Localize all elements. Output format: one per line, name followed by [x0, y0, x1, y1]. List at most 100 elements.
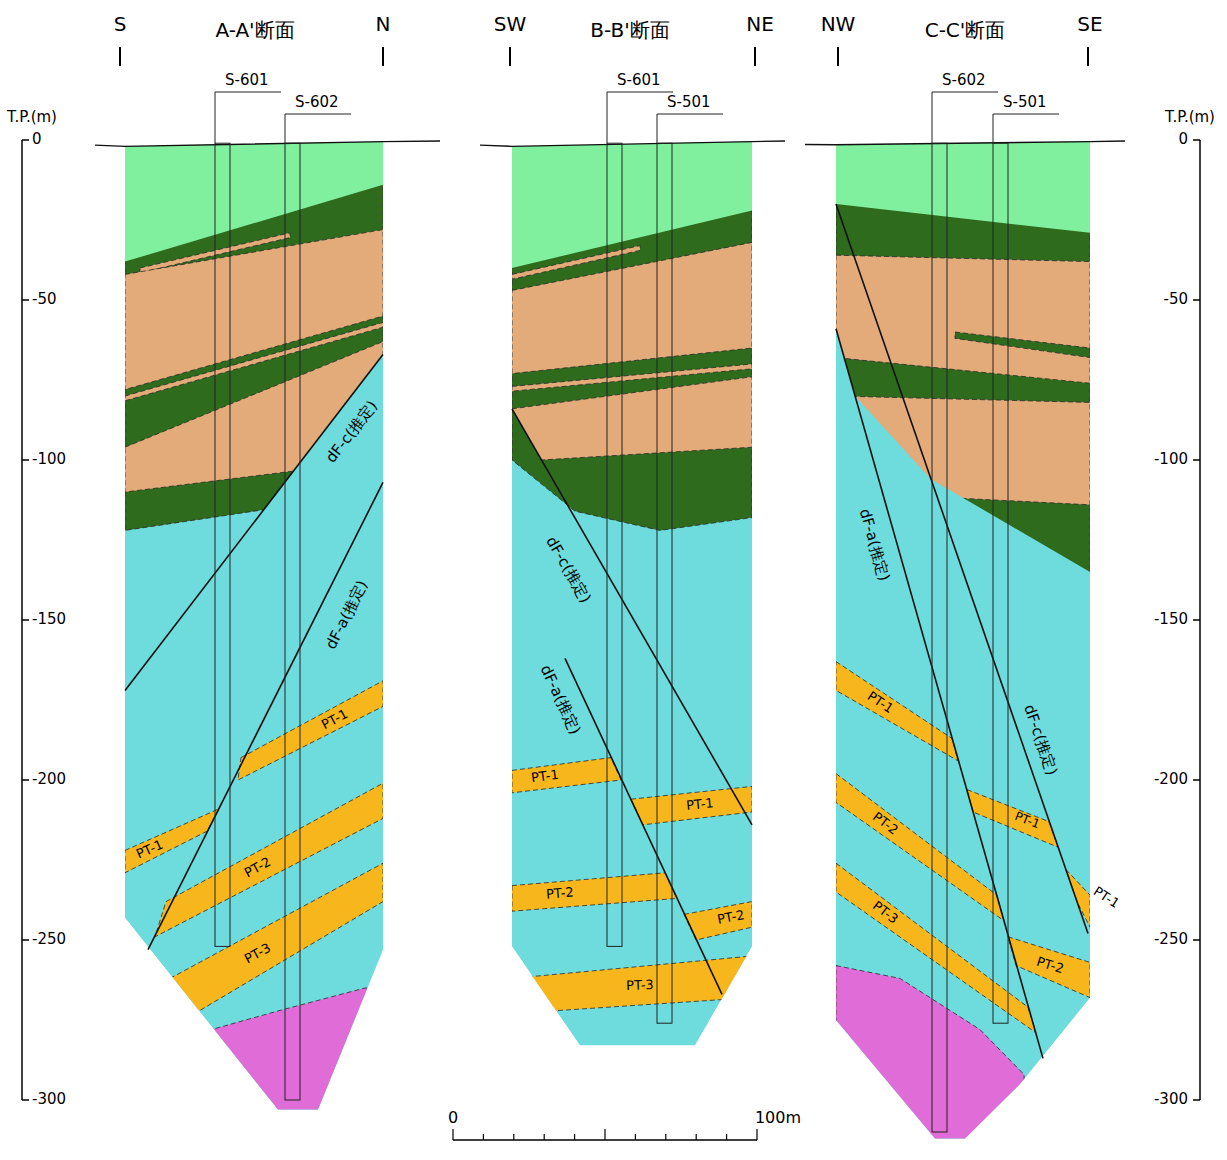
direction-tick	[119, 47, 121, 66]
depth-tick: -300	[1154, 1091, 1188, 1108]
depth-tick: -150	[32, 611, 66, 628]
depth-tick-mark	[1193, 459, 1200, 461]
layer-label: PT-3	[626, 978, 654, 994]
borehole	[285, 143, 300, 1100]
borehole	[657, 143, 672, 1023]
depth-tick-mark	[22, 939, 29, 941]
layer-label: PT-1	[864, 689, 895, 717]
fault-label: dF-c(推定)	[323, 398, 382, 467]
stratum-layer	[238, 681, 383, 780]
scale-tick	[483, 1134, 484, 1140]
section-body	[836, 124, 1090, 1160]
fault-label: dF-a(推定)	[323, 578, 372, 652]
stratum-layer	[955, 332, 1090, 358]
depth-tick-mark	[22, 139, 29, 141]
depth-tick: -200	[1154, 771, 1188, 788]
borehole-label: S-501	[1003, 94, 1047, 111]
ground-surface	[805, 141, 1125, 145]
scale-tick	[544, 1134, 545, 1140]
axis-title: T.P.(m)	[1165, 109, 1215, 126]
scale-tick	[452, 1129, 453, 1140]
depth-tick: -50	[1164, 291, 1189, 308]
borehole-label: S-501	[667, 94, 711, 111]
depth-tick-mark	[22, 1099, 29, 1101]
borehole-leader	[657, 114, 723, 143]
borehole-label: S-601	[617, 72, 661, 89]
section-title: A-A'断面	[215, 19, 294, 42]
fault-label: dF-a(推定)	[536, 663, 583, 738]
stratum-layer	[512, 873, 677, 911]
direction-tick	[1087, 47, 1089, 66]
direction-tick	[837, 47, 839, 66]
direction-label: NE	[746, 13, 774, 36]
stratum-layer	[512, 242, 752, 373]
scale-tick	[635, 1134, 636, 1140]
borehole-label: S-601	[225, 72, 269, 89]
depth-tick: 0	[1178, 131, 1188, 148]
depth-tick-mark	[1193, 299, 1200, 301]
borehole	[215, 143, 230, 946]
depth-tick: -300	[32, 1091, 66, 1108]
direction-tick	[382, 47, 384, 66]
direction-label: N	[376, 13, 391, 36]
ground-surface	[95, 141, 440, 146]
scale-label: 0	[448, 1109, 458, 1127]
stratum-layer	[1008, 937, 1090, 998]
borehole	[607, 143, 622, 946]
scale-tick	[696, 1134, 697, 1140]
fault-line	[148, 482, 383, 949]
stratum-layer	[512, 377, 752, 460]
fault-label: dF-c(推定)	[1020, 702, 1060, 777]
ground-surface	[480, 141, 785, 146]
fault-line	[125, 354, 383, 690]
section-title: B-B'断面	[590, 19, 669, 42]
layer-label: PT-2	[242, 855, 273, 881]
stratum-layer	[200, 988, 390, 1160]
fault-line	[565, 658, 722, 994]
section-body	[512, 124, 752, 1046]
direction-label: NW	[821, 13, 856, 36]
depth-tick: -250	[32, 931, 66, 948]
depth-tick: 0	[32, 131, 42, 148]
layer-label: PT-3	[869, 899, 900, 928]
stratum-layer	[125, 809, 219, 873]
stratum-layer	[836, 329, 1090, 1160]
stratum-layer	[512, 758, 621, 793]
depth-tick: -250	[1154, 931, 1188, 948]
layer-label: PT-1	[686, 796, 715, 814]
layer-label: PT-2	[1035, 955, 1066, 977]
borehole-leader	[285, 114, 351, 143]
depth-tick-mark	[22, 619, 29, 621]
borehole	[932, 143, 947, 1132]
depth-tick: -150	[1154, 611, 1188, 628]
stratum-layer	[836, 662, 958, 761]
stratum-layer	[836, 966, 1030, 1160]
layer-label: PT-1	[1013, 810, 1042, 832]
fault-line	[512, 409, 752, 825]
section-body	[125, 124, 390, 1160]
depth-tick: -100	[1154, 451, 1188, 468]
layer-label: PT-1	[134, 838, 165, 863]
fault-label: dF-a(推定)	[855, 507, 892, 583]
layer-label: PT-2	[869, 810, 900, 839]
stratum-layer	[836, 255, 1090, 383]
fault-label: dF-c(推定)	[542, 534, 594, 606]
stratum-layer	[836, 124, 1090, 233]
depth-tick-mark	[1193, 779, 1200, 781]
depth-tick-mark	[1193, 1099, 1200, 1101]
direction-tick	[754, 47, 756, 66]
layer-label: PT-3	[242, 941, 273, 967]
scale-tick	[756, 1129, 757, 1140]
depth-tick: -200	[32, 771, 66, 788]
depth-tick-mark	[1193, 939, 1200, 941]
layer-label: PT-1	[530, 768, 559, 786]
stratum-layer	[512, 956, 752, 1014]
scale-tick	[726, 1134, 727, 1140]
scale-label: 100m	[755, 1109, 801, 1127]
depth-tick-mark	[22, 459, 29, 461]
borehole	[993, 143, 1008, 1023]
direction-label: S	[114, 13, 127, 36]
scale-tick	[513, 1134, 514, 1140]
